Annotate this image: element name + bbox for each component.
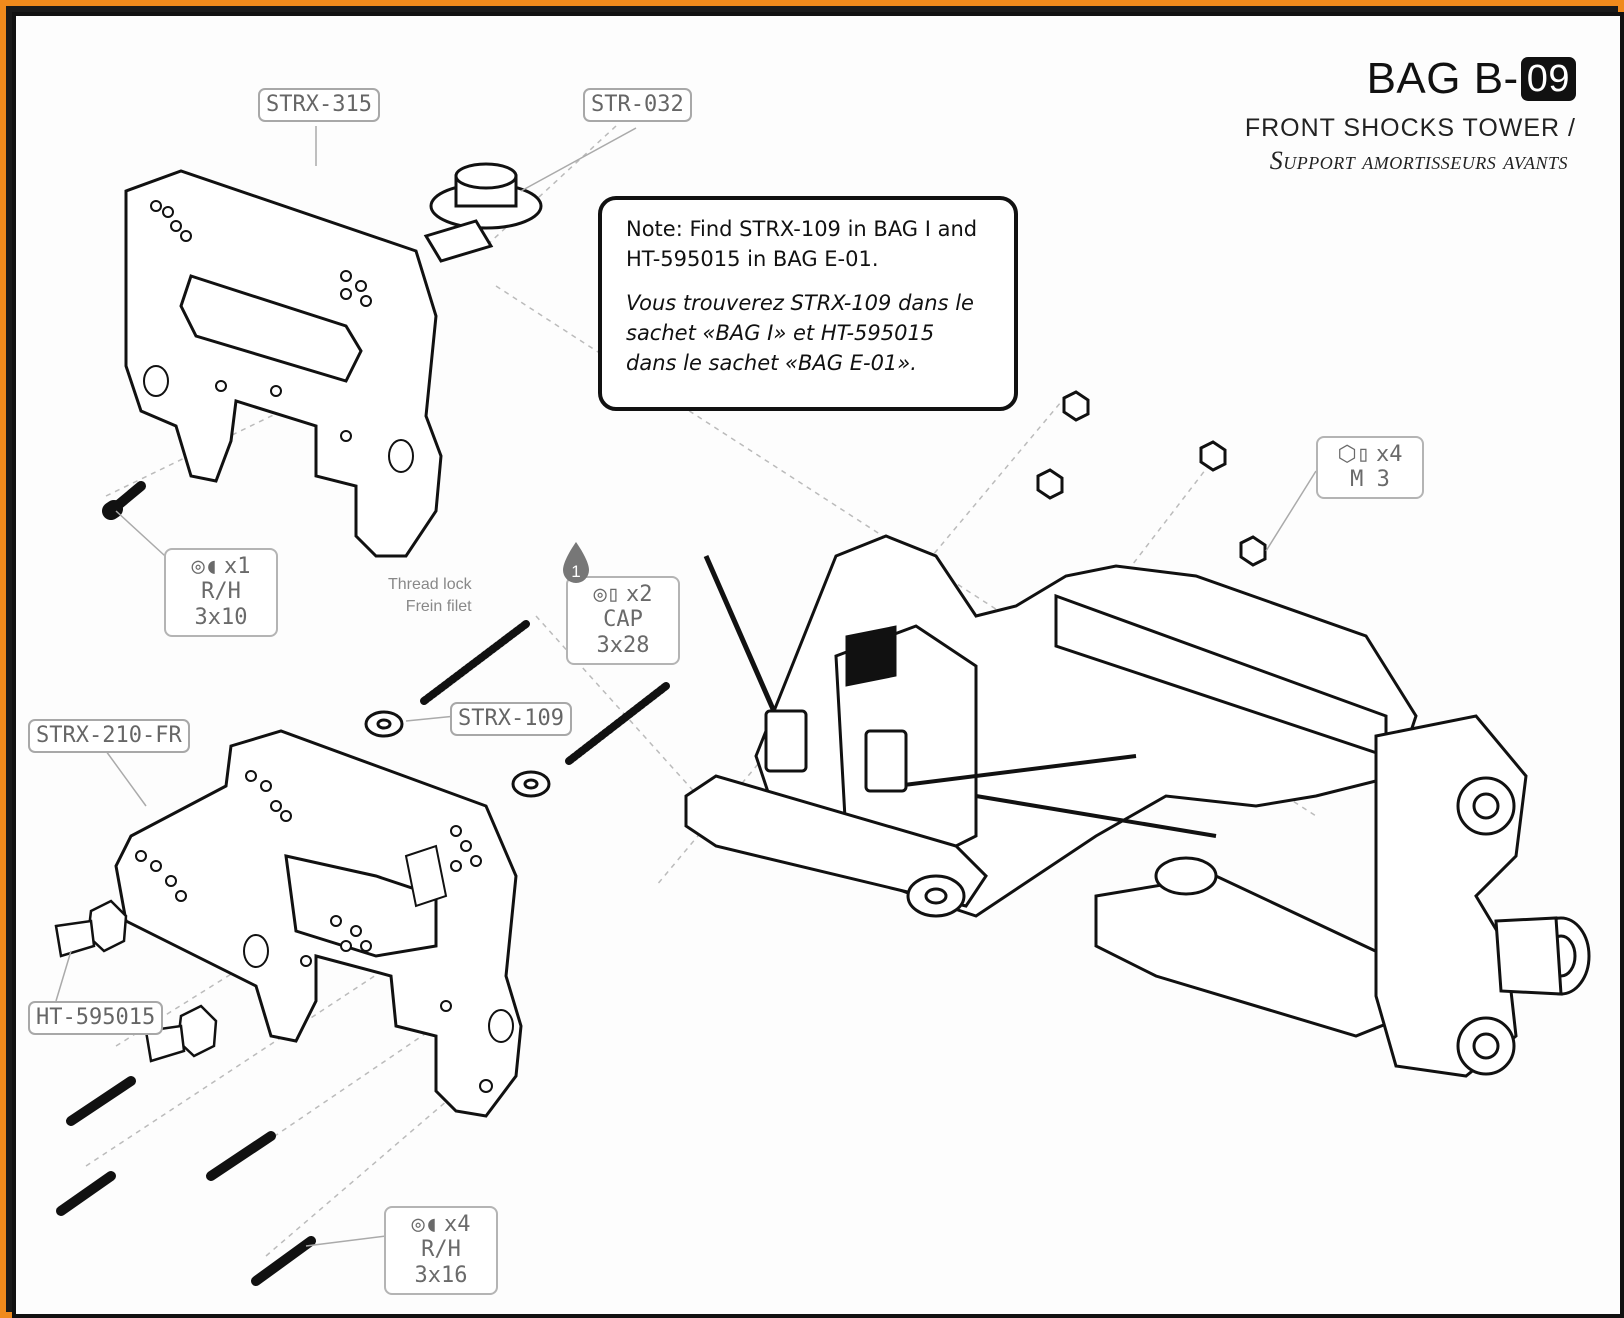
part-label-ht-595015: HT-595015 [28, 1001, 164, 1035]
bag-number-badge: 09 [1520, 57, 1576, 101]
cap-screw-icon: ◎▯ [593, 582, 621, 607]
hardware-qty: x4 [1375, 442, 1403, 467]
exploded-assembly-drawing [54, 125, 1591, 1286]
ball-stud [423, 162, 543, 263]
nut-icon: ⬡▯ [1337, 442, 1370, 467]
hardware-m3-nut: ⬡▯x4 M 3 [1316, 436, 1424, 499]
hardware-qty: x1 [224, 554, 251, 579]
screw-head-icon: ◎◖ [411, 1212, 439, 1237]
part-label-str-032: STR-032 [583, 88, 692, 122]
shock-tower-upper [124, 169, 443, 558]
front-bulkhead-assembly [684, 534, 1591, 1078]
instruction-page: BAG B-09 FRONT SHOCKS TOWER / Support am… [12, 12, 1624, 1318]
subtitle-french: Support amortisseurs avants [1269, 146, 1568, 175]
shock-tower-lower [114, 729, 523, 1118]
thread-lock-drop-icon: 1 [563, 542, 589, 583]
thread-lock-english: Thread lock [388, 576, 472, 593]
ht-ball-studs [54, 899, 218, 1063]
note-french: Vous trouverez STRX-109 dans le sachet «… [626, 291, 974, 375]
washers [364, 710, 551, 798]
subtitle-english: FRONT SHOCKS TOWER / [1244, 114, 1576, 142]
bag-title-prefix: BAG B- [1366, 54, 1519, 103]
hardware-rh-3x16: ◎◖x4 R/H 3x16 [384, 1206, 498, 1295]
thread-lock-label: Thread lock Frein filet [388, 574, 472, 618]
thread-lock-step-number: 1 [571, 562, 580, 581]
hardware-name: M 3 [1350, 467, 1390, 492]
hardware-name: R/H 3x10 [194, 579, 248, 630]
note-english: Note: Find STRX-109 in BAG I and HT-5950… [626, 217, 978, 271]
hardware-qty: x2 [626, 582, 653, 607]
hardware-cap-3x28: ◎▯x2 CAP 3x28 [566, 576, 680, 665]
hardware-rh-3x10: ◎◖x1 R/H 3x10 [164, 548, 278, 637]
hardware-name: R/H 3x16 [414, 1237, 468, 1288]
part-label-strx-210-fr: STRX-210-FR [28, 719, 190, 753]
thread-lock-french: Frein filet [405, 598, 472, 615]
part-label-strx-315: STRX-315 [258, 88, 380, 122]
screws [56, 481, 670, 1286]
nuts [1036, 390, 1267, 567]
note-box: Note: Find STRX-109 in BAG I and HT-5950… [598, 196, 1018, 411]
hardware-qty: x4 [444, 1212, 471, 1237]
screw-head-icon: ◎◖ [191, 554, 219, 579]
part-label-strx-109: STRX-109 [450, 702, 572, 736]
hardware-name: CAP 3x28 [596, 607, 650, 658]
bag-title: BAG B-09 [1367, 54, 1576, 104]
